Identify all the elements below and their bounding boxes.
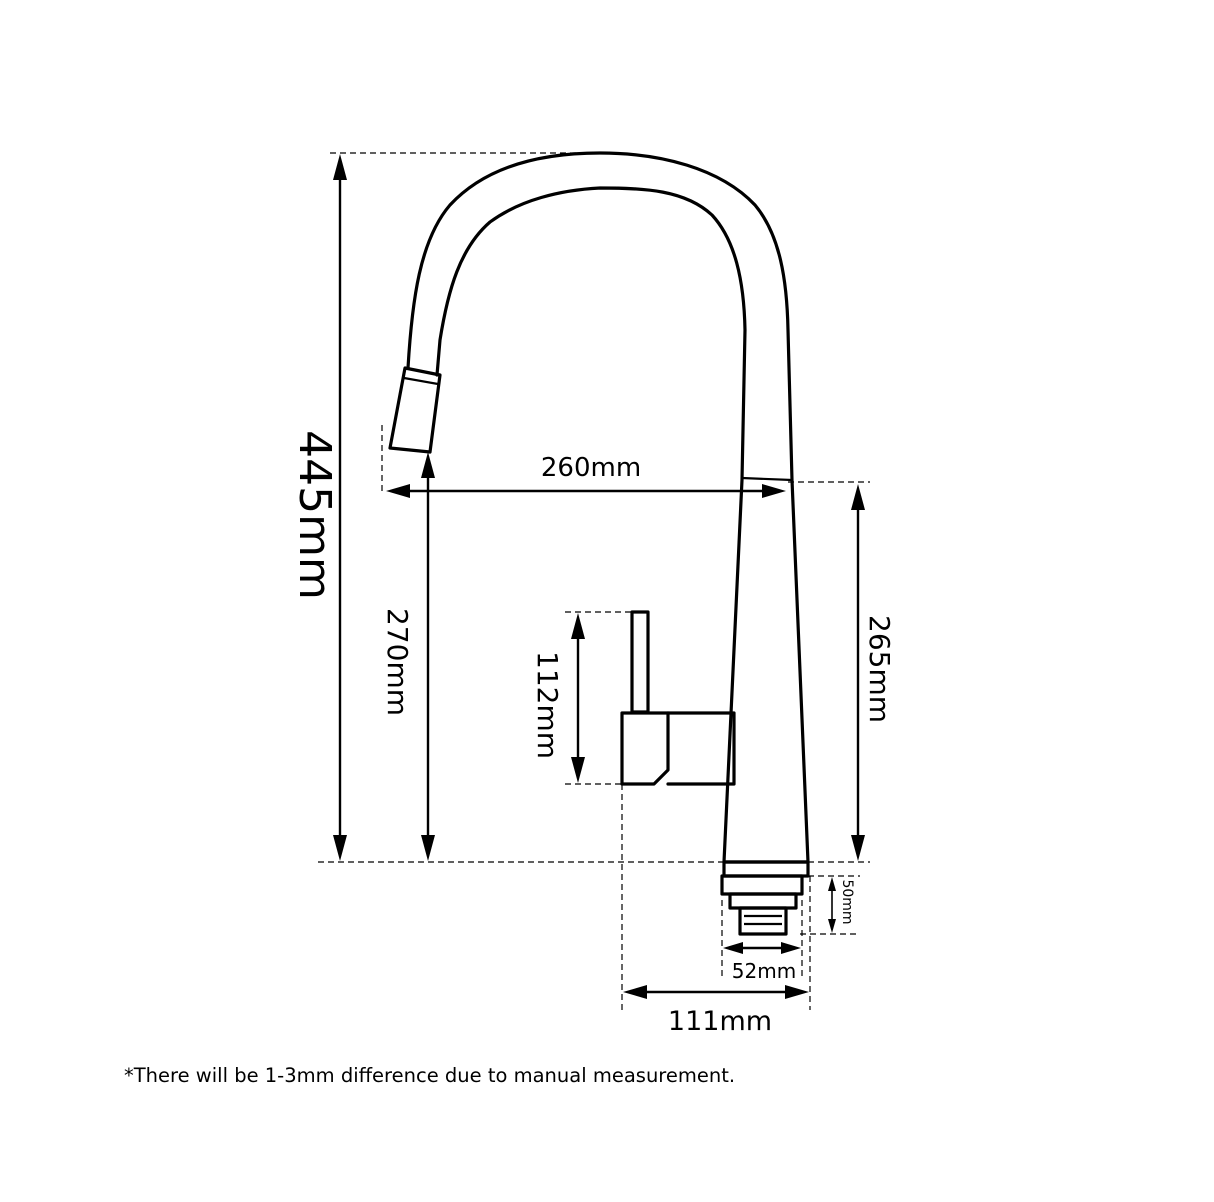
extension-lines: [318, 152, 870, 1010]
faucet-outline: [388, 151, 810, 936]
label-handle-height: 112mm: [531, 651, 564, 759]
dimension-lines: [333, 154, 865, 999]
label-body-height: 265mm: [863, 615, 896, 723]
label-total-height: 445mm: [289, 430, 340, 600]
label-base-width: 111mm: [668, 1006, 772, 1037]
label-spout-height: 270mm: [381, 608, 414, 716]
label-shank-height: 50mm: [839, 879, 855, 924]
footnote: *There will be 1-3mm difference due to m…: [124, 1064, 736, 1087]
label-shank-diameter: 52mm: [732, 959, 796, 983]
label-spout-reach: 260mm: [541, 453, 641, 483]
